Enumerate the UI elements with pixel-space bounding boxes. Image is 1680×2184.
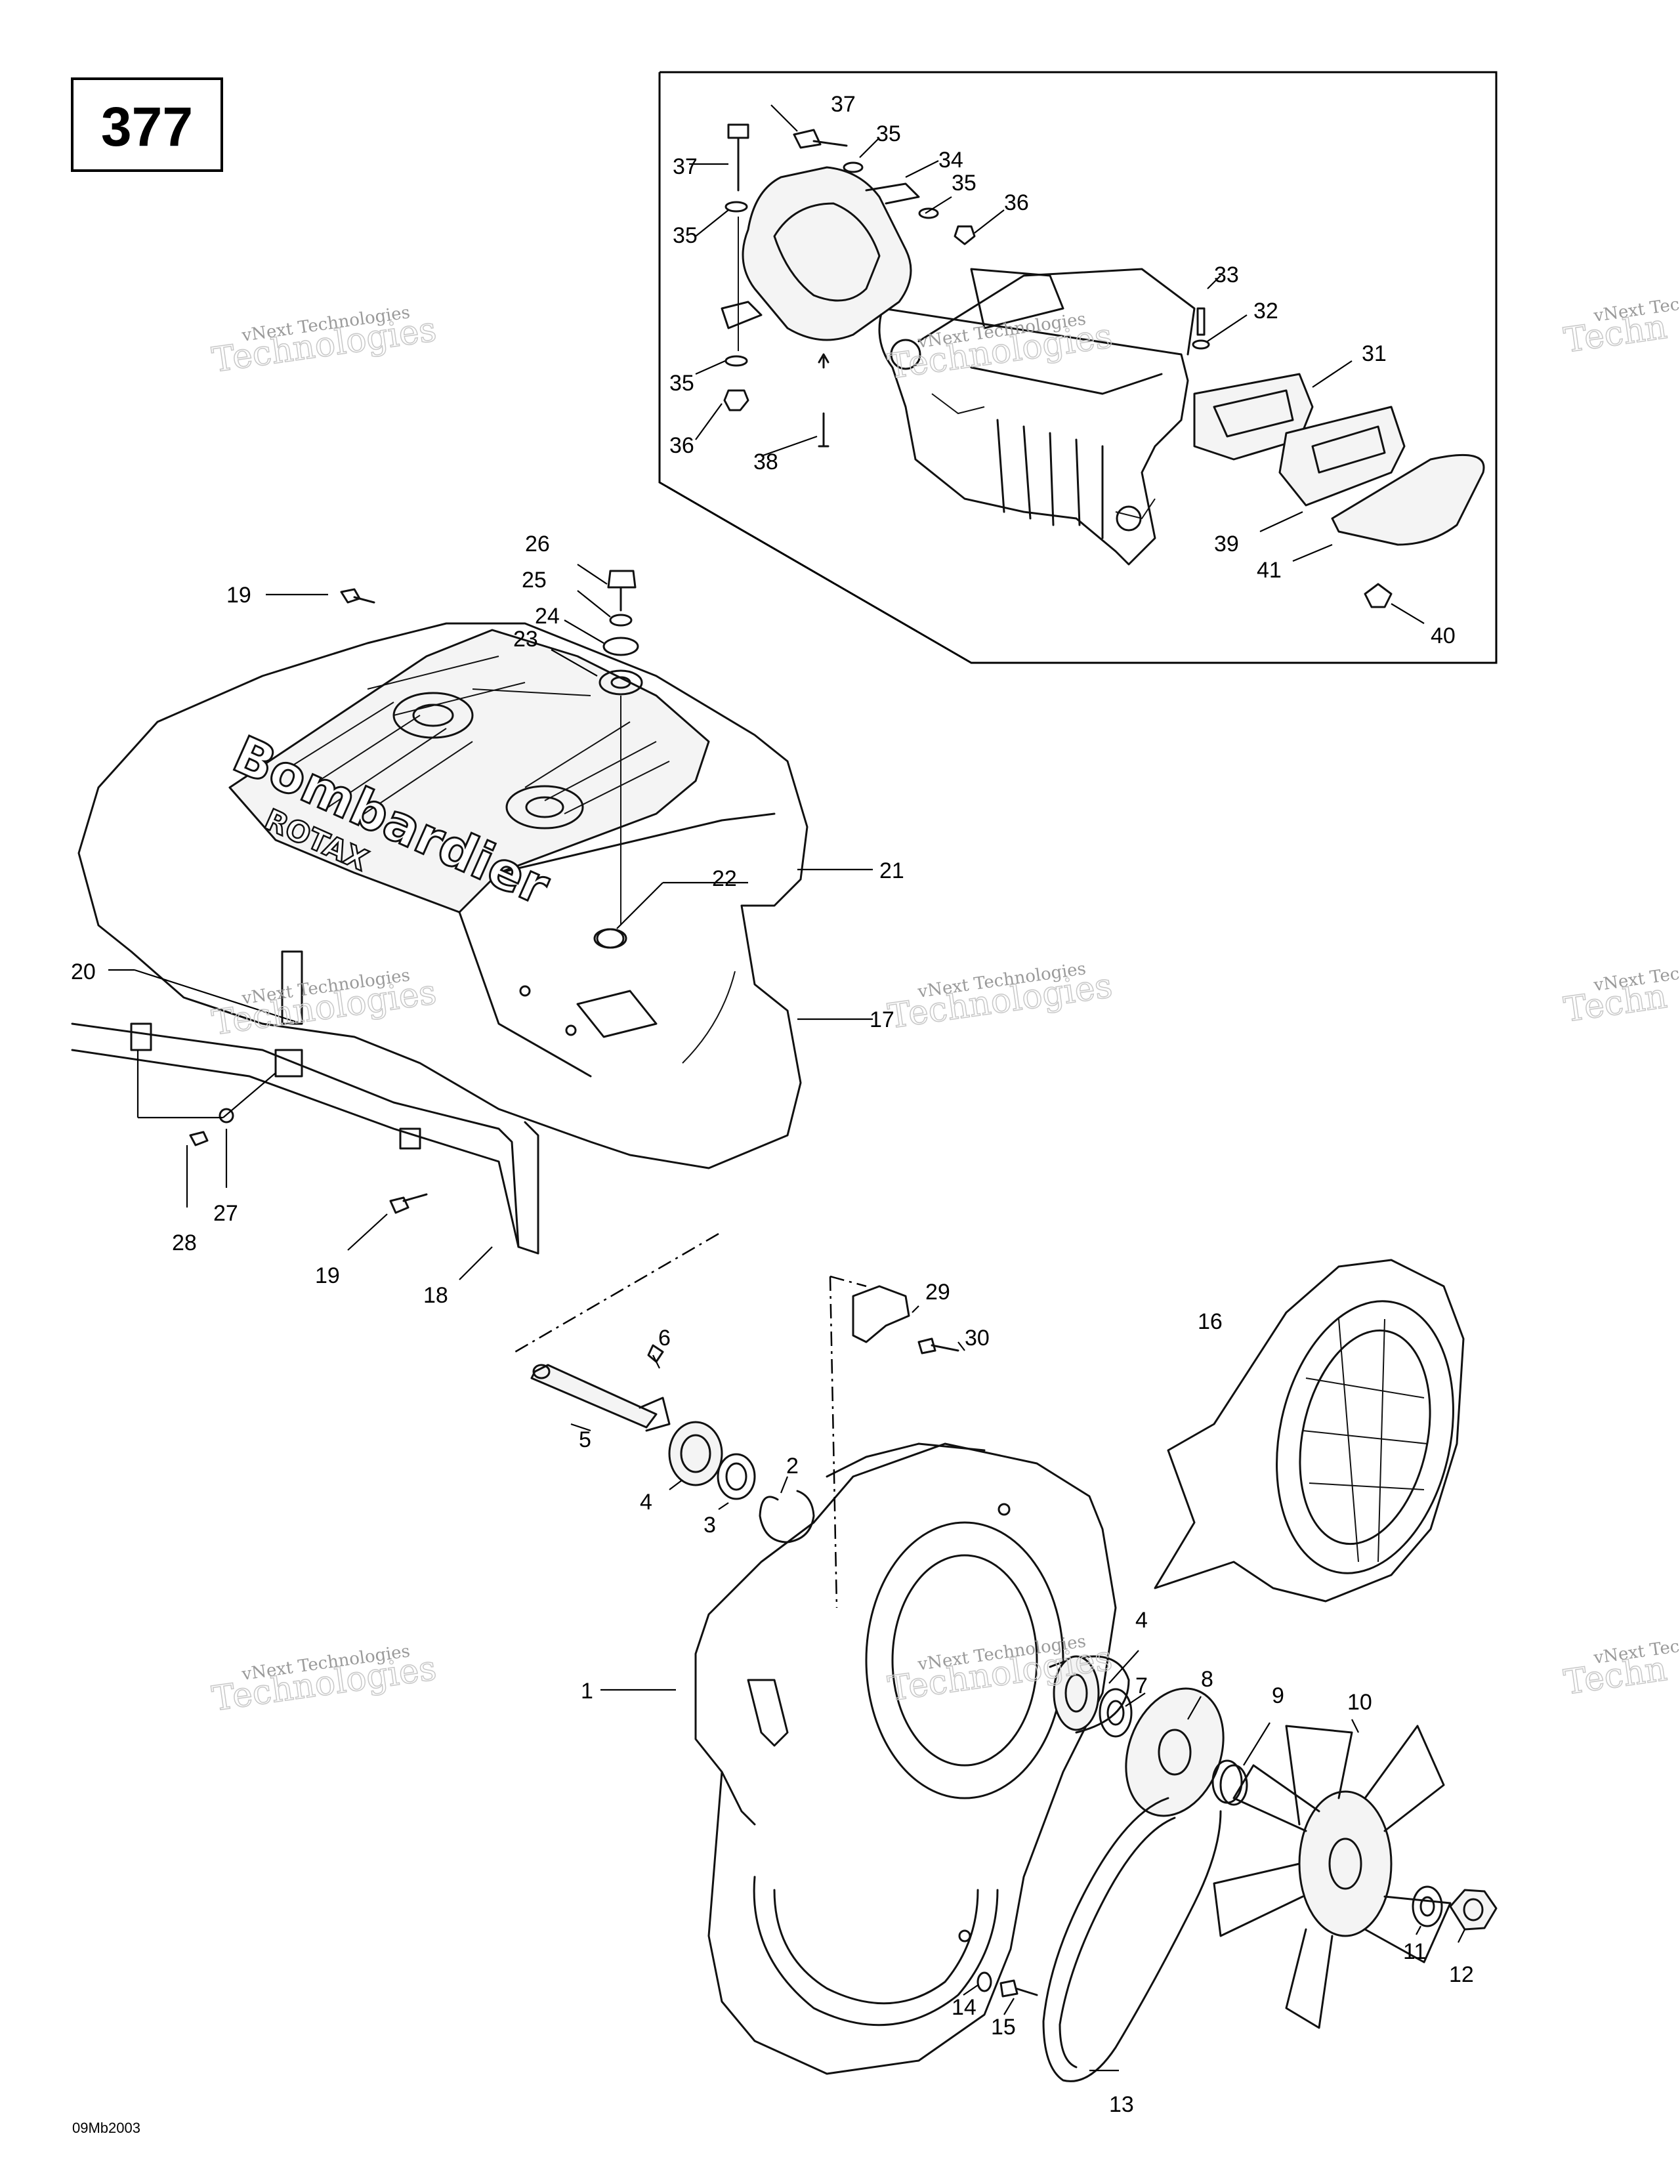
callout-4: 4 <box>1135 1608 1148 1633</box>
callout-21: 21 <box>879 858 904 883</box>
callout-36: 36 <box>1004 190 1029 215</box>
fan-blade-drawing <box>1213 1725 1452 2029</box>
watermark: vNext Technologies Technologies <box>209 1641 440 1719</box>
callout-3: 3 <box>704 1513 716 1538</box>
exhaust-manifold-drawing <box>721 166 920 341</box>
watermark: vNext Tec Techn <box>1561 295 1680 361</box>
leader-lines <box>108 104 1465 2072</box>
callout-15: 15 <box>991 2015 1016 2040</box>
callout-14: 14 <box>952 1995 976 2020</box>
callout-7: 7 <box>1135 1673 1148 1698</box>
callout-24: 24 <box>535 604 560 629</box>
callout-35: 35 <box>952 171 976 196</box>
callout-9: 9 <box>1272 1683 1284 1708</box>
callout-41: 41 <box>1257 558 1282 583</box>
cover-fasteners-drawing <box>189 570 643 1214</box>
shaft-bearing-drawing <box>530 1344 815 1544</box>
watermark: vNext Tec Techn <box>1561 964 1680 1030</box>
callout-28: 28 <box>172 1230 197 1255</box>
watermark: vNext Tec Techn <box>1561 1637 1680 1703</box>
callout-37: 37 <box>673 154 698 179</box>
watermark: vNext Technologies Technologies <box>885 309 1116 387</box>
callout-23: 23 <box>513 627 538 652</box>
callout-20: 20 <box>71 959 96 984</box>
callout-35: 35 <box>876 121 901 146</box>
clip-screw-drawing <box>852 1285 959 1354</box>
engine-block-drawing <box>878 268 1196 566</box>
svg-text:Techn: Techn <box>1562 307 1670 360</box>
callout-35: 35 <box>673 223 698 248</box>
callout-13: 13 <box>1109 2092 1134 2117</box>
inset-fasteners-drawing <box>723 123 1210 448</box>
svg-text:Techn: Techn <box>1562 976 1670 1030</box>
callout-10: 10 <box>1347 1690 1372 1715</box>
callout-38: 38 <box>753 450 778 474</box>
callout-5: 5 <box>579 1427 591 1452</box>
callout-39: 39 <box>1214 532 1239 556</box>
callout-19: 19 <box>226 583 251 608</box>
callout-26: 26 <box>525 532 550 556</box>
pulley-stack-drawing <box>1053 1655 1248 1817</box>
callout-36: 36 <box>669 433 694 458</box>
callout-37: 37 <box>831 92 856 117</box>
air-intake-drawing <box>1193 373 1485 608</box>
watermark: vNext Technologies Technologies <box>209 965 440 1043</box>
callout-1: 1 <box>581 1679 593 1704</box>
callout-29: 29 <box>925 1280 950 1305</box>
callout-labels: 37 37 35 34 35 36 35 33 32 31 35 36 38 3… <box>71 92 1474 2117</box>
belt-drawing <box>1042 1797 1222 2082</box>
fan-housing-drawing <box>694 1442 1130 2075</box>
callout-6: 6 <box>658 1326 671 1351</box>
callout-35: 35 <box>669 371 694 396</box>
drawing-code: 09Mb2003 <box>72 2120 140 2136</box>
callout-30: 30 <box>965 1326 990 1351</box>
callout-31: 31 <box>1362 341 1387 366</box>
page-number-box: 377 <box>71 77 223 172</box>
inset-frame <box>658 71 1498 664</box>
callout-22: 22 <box>712 866 737 891</box>
washer-nut-drawing <box>1412 1885 1498 1931</box>
callout-33: 33 <box>1214 262 1239 287</box>
page-number: 377 <box>101 96 193 158</box>
callout-18: 18 <box>423 1283 448 1308</box>
watermark: vNext Technologies Technologies <box>885 959 1116 1037</box>
fan-cover-drawing <box>1154 1259 1465 1603</box>
callout-27: 27 <box>213 1201 238 1226</box>
svg-text:Techn: Techn <box>1562 1649 1670 1702</box>
callout-17: 17 <box>870 1007 894 1032</box>
callout-32: 32 <box>1253 299 1278 324</box>
callout-16: 16 <box>1198 1309 1223 1334</box>
engine-cover-drawing: Bombardier ROTAX <box>77 622 808 1169</box>
watermark: vNext Technologies Technologies <box>209 303 440 381</box>
callout-40: 40 <box>1431 623 1456 648</box>
callout-12: 12 <box>1449 1962 1474 1987</box>
callout-34: 34 <box>938 148 963 173</box>
assembly-lines <box>514 217 867 1608</box>
callout-11: 11 <box>1403 1939 1426 1964</box>
callout-2: 2 <box>786 1454 799 1479</box>
callout-19: 19 <box>315 1263 340 1288</box>
callout-25: 25 <box>522 568 547 593</box>
callout-4: 4 <box>640 1490 652 1515</box>
callout-8: 8 <box>1201 1667 1213 1692</box>
bolt-washer-drawing <box>976 1971 1038 1998</box>
